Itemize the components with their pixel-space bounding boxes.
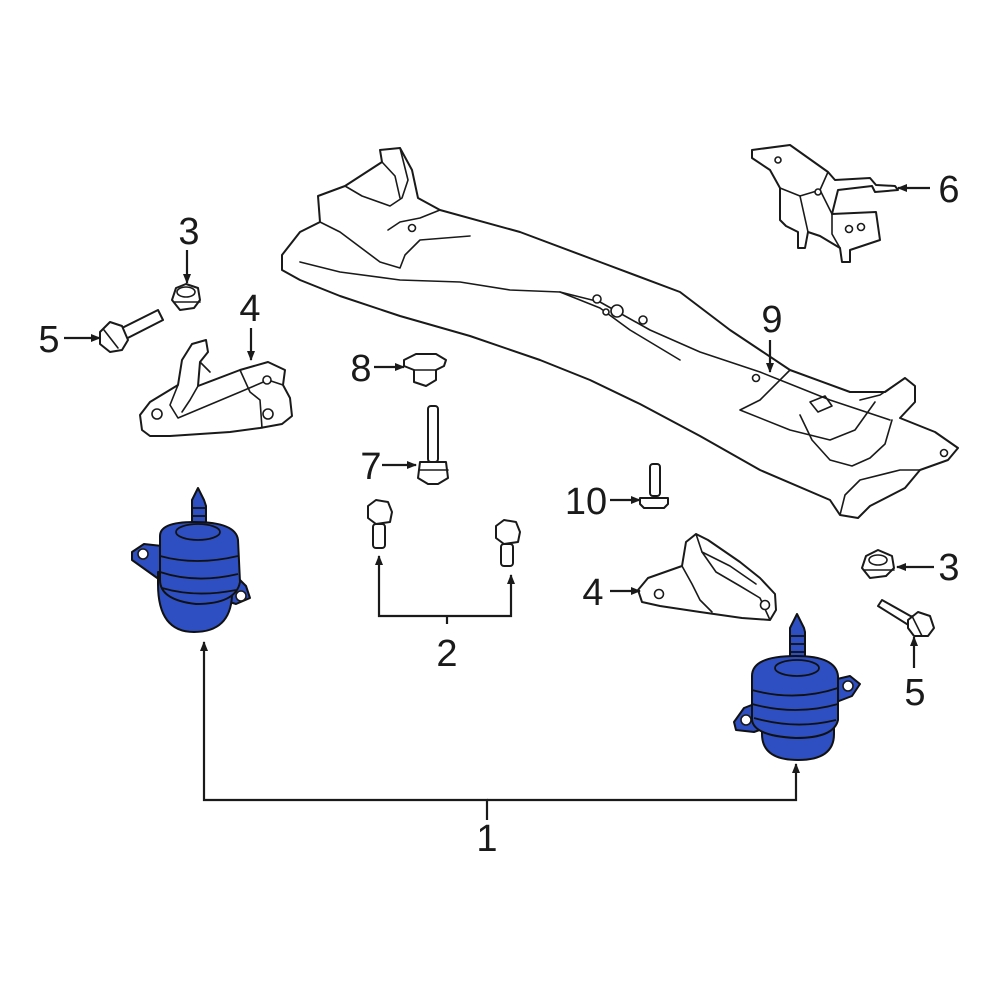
callout-6: 6 [938, 169, 959, 211]
callout-4-right: 4 [582, 572, 603, 614]
mount-bracket-4-right [637, 533, 777, 621]
stud-10 [639, 463, 669, 509]
engine-mount-1-right [733, 613, 861, 761]
callout-1: 1 [476, 818, 497, 860]
callout-5-right: 5 [904, 672, 925, 714]
callout-4-left: 4 [239, 288, 260, 330]
callout-2: 2 [436, 633, 457, 675]
callout-10: 10 [565, 481, 607, 523]
callout-7: 7 [360, 446, 381, 488]
bolt-5-left [99, 309, 164, 353]
mount-bracket-4-left [139, 339, 293, 437]
callout-8: 8 [350, 348, 371, 390]
nut-3-right [861, 549, 895, 579]
callout-5-left: 5 [38, 319, 59, 361]
leader-lines [64, 184, 934, 820]
bolt-2-left [367, 499, 393, 549]
engine-mount-1-left [131, 487, 251, 633]
callout-3-right: 3 [938, 547, 959, 589]
bolt-2-right [495, 519, 521, 567]
bracket-6 [751, 144, 899, 263]
callout-9: 9 [761, 299, 782, 341]
bolt-5-right [877, 599, 935, 637]
callout-3-left: 3 [178, 211, 199, 253]
nut-3-left [171, 283, 201, 311]
crossmember-9 [281, 147, 959, 519]
bolt-7 [417, 405, 449, 485]
nut-8 [403, 353, 447, 387]
